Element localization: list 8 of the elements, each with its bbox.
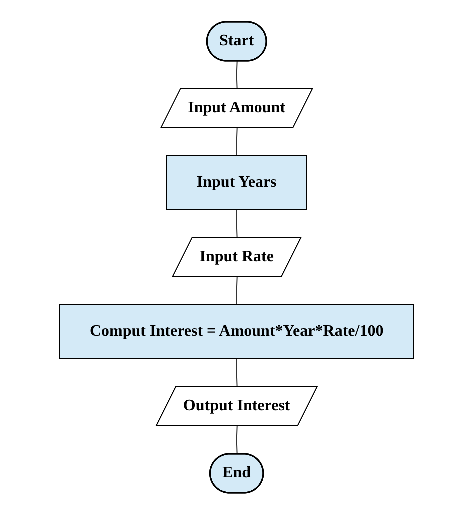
connector	[236, 276, 238, 305]
connector	[236, 209, 238, 238]
connector	[236, 60, 238, 90]
connector	[236, 358, 238, 388]
node-box: Comput Interest = Amount*Year*Rate/100	[60, 304, 414, 359]
node-box: Input Years	[166, 155, 308, 210]
connector	[236, 128, 238, 156]
connector	[236, 426, 238, 454]
